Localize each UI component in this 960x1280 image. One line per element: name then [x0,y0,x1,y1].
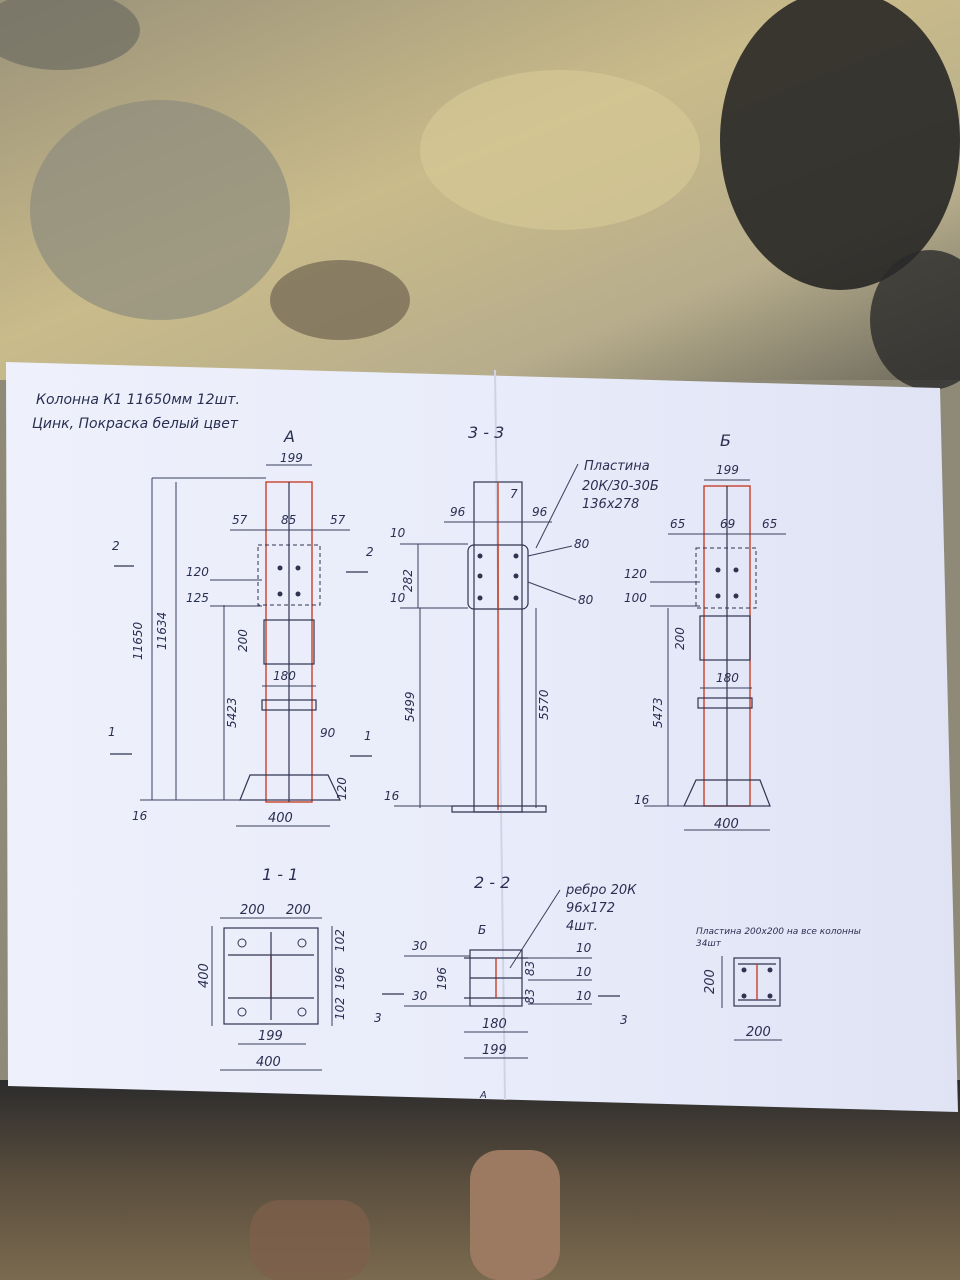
dim-a-right: 57 [330,513,346,527]
dim-22-30b: 30 [412,989,428,1003]
view-a-label: А [283,427,295,446]
cut-33-2: 2 [366,545,374,559]
dim-b-400: 400 [714,817,739,832]
dim-a-120b: 120 [335,777,349,800]
dim-22-83a: 83 [523,961,537,976]
dim-11-200r: 200 [286,903,311,918]
rib-note-3: 4шт. [566,919,598,934]
dim-a-width: 199 [280,451,303,465]
dim-a-90: 90 [320,726,336,740]
dim-11-199: 199 [258,1029,283,1044]
dim-b-100: 100 [624,591,647,605]
view-a: А 199 57 85 57 120 125 200 180 11650 116… [108,427,372,827]
sheet-subtitle: Цинк, Покраска белый цвет [32,416,239,432]
dim-a-left: 57 [232,513,248,527]
dim-22-196: 196 [435,967,449,990]
dim-a-200: 200 [236,629,250,652]
dim-plate-200v: 200 [703,969,718,994]
dim-33-5570: 5570 [537,689,551,720]
dim-11-102t: 102 [333,929,347,952]
dim-22-10b: 10 [576,965,592,979]
section-1-1: 1 - 1 200 200 400 102 196 102 199 400 [197,865,347,1071]
view-b: Б 199 65 69 65 120 100 200 180 5473 16 4… [624,431,786,832]
dim-33-10b: 10 [390,591,406,605]
drawing-sheet [6,362,958,1112]
view-b-label: Б [720,431,731,450]
dim-11-200l: 200 [240,903,265,918]
cut-22-3l: 3 [374,1011,382,1025]
dim-a-mid: 85 [281,513,296,527]
dim-11-196: 196 [333,967,347,990]
plate-200-note-2: 34шт [696,939,722,949]
mark-22-b: Б [478,923,486,937]
plate-200-note-1: Пластина 200x200 на все колонны [696,927,861,937]
section-2-2-label: 2 - 2 [474,873,510,892]
dim-a-125: 125 [186,591,209,605]
dim-22-180: 180 [482,1017,507,1032]
section-3-3: 3 - 3 Пластина 20К/30-30Б 136x278 96 7 9… [346,423,659,813]
dim-33-282: 282 [401,569,415,592]
cut-a-2: 2 [112,539,120,553]
plate-200: Пластина 200x200 на все колонны 34шт 200… [696,927,861,1041]
dim-33-96l: 96 [450,505,466,519]
cut-a-1b: 1 [364,729,372,743]
dim-22-10c: 10 [576,989,592,1003]
dim-a-400: 400 [268,811,293,826]
rib-note-1: ребро 20К [565,883,637,898]
dim-22-10a: 10 [576,941,592,955]
dim-b-width: 199 [716,463,739,477]
section-2-2: 2 - 2 ребро 20К 96x172 4шт. Б 30 196 30 … [374,873,637,1101]
dim-b-5473: 5473 [651,697,665,728]
dim-b-mid: 69 [720,517,735,531]
dim-22-199: 199 [482,1043,507,1058]
rib-note-2: 96x172 [566,901,615,916]
dim-b-left: 65 [670,517,685,531]
dim-b-180: 180 [716,671,739,685]
section-1-1-label: 1 - 1 [262,865,298,884]
dim-33-80b: 80 [578,593,594,607]
dim-a-5423: 5423 [225,697,239,728]
dim-a-total: 11650 [131,621,145,660]
dim-a-120: 120 [186,565,209,579]
section-3-3-label: 3 - 3 [468,423,504,442]
stone-background [0,0,960,390]
plate-note-1: Пластина [584,459,650,474]
ground-background [0,1080,960,1280]
mark-22-bottom: А [479,1090,487,1101]
dim-33-10t: 10 [390,526,406,540]
dim-33-16: 16 [384,789,400,803]
dim-11-400h: 400 [256,1055,281,1070]
dim-33-5499: 5499 [403,691,417,722]
dim-b-right: 65 [762,517,777,531]
dim-a-inner: 11634 [155,612,169,650]
dim-a-180: 180 [273,669,296,683]
dim-11-102b: 102 [333,997,347,1020]
cut-22-3r: 3 [620,1013,628,1027]
dim-b-200: 200 [673,627,687,650]
dim-11-400v: 400 [197,963,212,988]
dim-33-7: 7 [510,487,518,501]
plate-note-3: 136x278 [582,497,639,512]
dim-b-120: 120 [624,567,647,581]
dim-plate-200h: 200 [746,1025,771,1040]
dim-22-83b: 83 [523,989,537,1004]
dim-b-16: 16 [634,793,650,807]
plate-note-2: 20К/30-30Б [582,479,659,494]
dim-22-30t: 30 [412,939,428,953]
dim-33-80t: 80 [574,537,590,551]
dim-a-16: 16 [132,809,148,823]
dim-33-96r: 96 [532,505,548,519]
sheet-title: Колонна К1 11650мм 12шт. [36,392,240,408]
cut-a-1: 1 [108,725,116,739]
